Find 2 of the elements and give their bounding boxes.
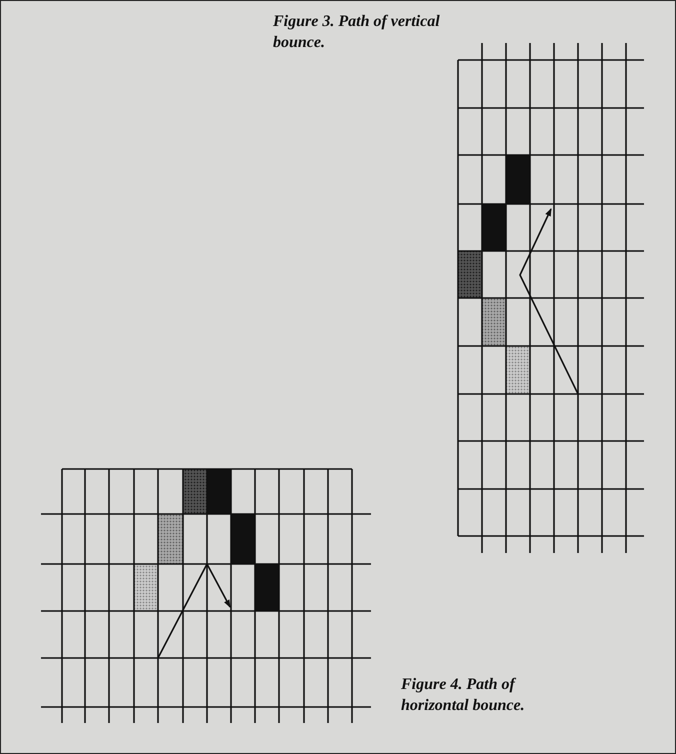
figure-caption: Figure 3. Path of vertical bounce. bbox=[273, 12, 441, 53]
figure-caption: Figure 4. Path of horizontal bounce. bbox=[401, 675, 526, 716]
